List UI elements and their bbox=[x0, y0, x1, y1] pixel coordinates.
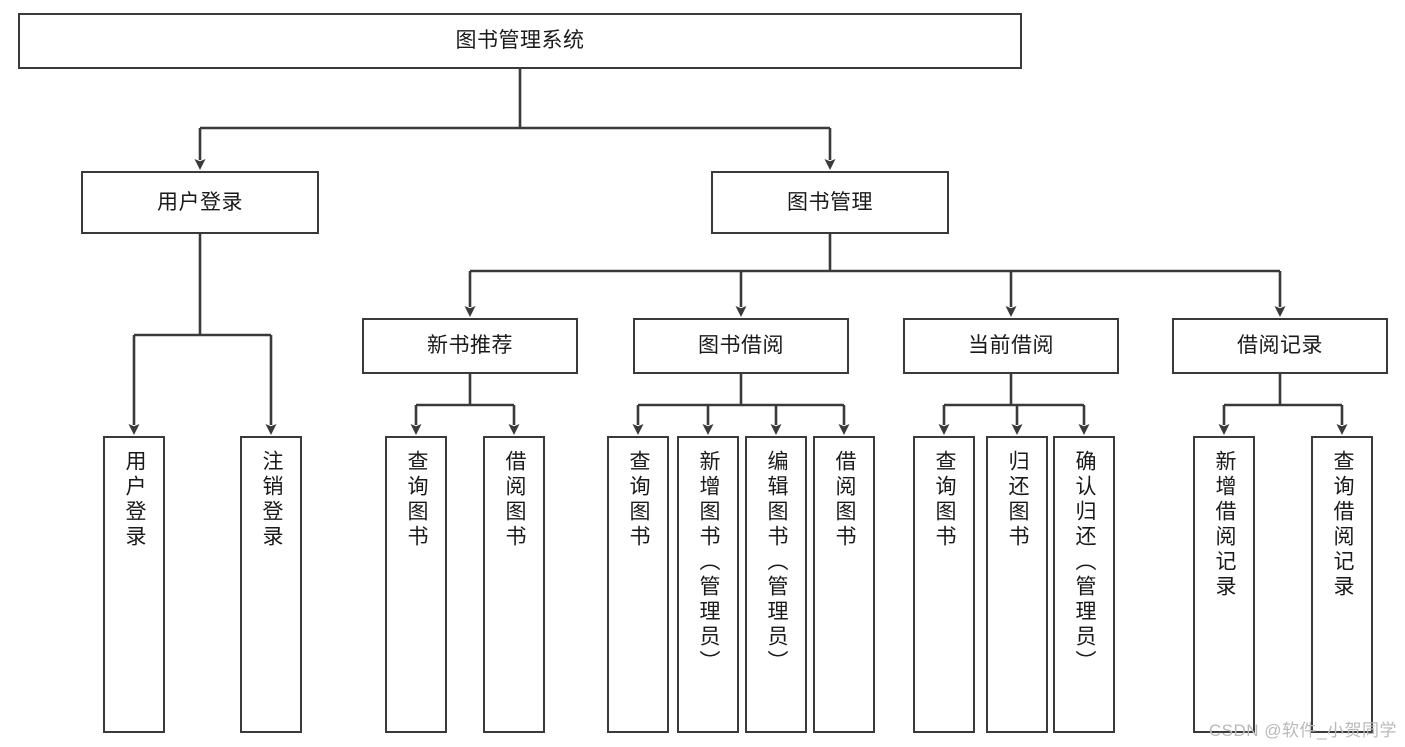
node-label-current-borrow: 当前借阅 bbox=[968, 334, 1054, 358]
node-label-leaf-add-borrow-record: 新增借阅记录 bbox=[1213, 450, 1237, 600]
node-label-borrow-record: 借阅记录 bbox=[1237, 334, 1323, 358]
node-label-leaf-query-book-borrow: 查询图书 bbox=[627, 450, 651, 550]
node-label-user-login: 用户登录 bbox=[157, 190, 243, 214]
node-label-book-borrow: 图书借阅 bbox=[698, 334, 784, 358]
node-current-borrow[interactable]: 当前借阅 bbox=[903, 318, 1119, 374]
node-book-borrow[interactable]: 图书借阅 bbox=[633, 318, 849, 374]
node-borrow-record[interactable]: 借阅记录 bbox=[1172, 318, 1388, 374]
node-leaf-return-book[interactable]: 归还图书 bbox=[986, 436, 1048, 733]
node-label-leaf-add-book-admin: 新增图书（管理员） bbox=[697, 450, 721, 675]
node-leaf-query-book-recommend[interactable]: 查询图书 bbox=[385, 436, 447, 733]
node-user-login[interactable]: 用户登录 bbox=[81, 171, 319, 234]
node-leaf-confirm-return-admin[interactable]: 确认归还（管理员） bbox=[1053, 436, 1115, 733]
node-leaf-add-borrow-record[interactable]: 新增借阅记录 bbox=[1193, 436, 1255, 733]
node-label-book-management: 图书管理 bbox=[787, 190, 873, 214]
node-label-leaf-borrow-book: 借阅图书 bbox=[833, 450, 857, 550]
node-leaf-borrow-book[interactable]: 借阅图书 bbox=[813, 436, 875, 733]
node-label-leaf-user-login: 用户登录 bbox=[123, 450, 147, 550]
node-label-new-book-recommend: 新书推荐 bbox=[427, 334, 513, 358]
node-label-leaf-return-book: 归还图书 bbox=[1006, 450, 1030, 550]
node-leaf-query-book-current[interactable]: 查询图书 bbox=[913, 436, 975, 733]
node-label-leaf-borrow-book-recommend: 借阅图书 bbox=[503, 450, 527, 550]
node-leaf-query-book-borrow[interactable]: 查询图书 bbox=[607, 436, 669, 733]
node-label-leaf-edit-book-admin: 编辑图书（管理员） bbox=[765, 450, 789, 675]
node-label-leaf-confirm-return-admin: 确认归还（管理员） bbox=[1073, 450, 1097, 675]
node-root[interactable]: 图书管理系统 bbox=[18, 13, 1022, 69]
node-label-leaf-query-book-current: 查询图书 bbox=[933, 450, 957, 550]
node-label-leaf-query-borrow-record: 查询借阅记录 bbox=[1331, 450, 1355, 600]
node-leaf-query-borrow-record[interactable]: 查询借阅记录 bbox=[1311, 436, 1373, 733]
node-label-leaf-query-book-recommend: 查询图书 bbox=[405, 450, 429, 550]
csdn-watermark: CSDN @软件_小贺同学 bbox=[1208, 721, 1397, 740]
node-book-management[interactable]: 图书管理 bbox=[711, 171, 949, 234]
node-label-root: 图书管理系统 bbox=[455, 29, 585, 53]
node-leaf-user-login[interactable]: 用户登录 bbox=[103, 436, 165, 733]
node-leaf-borrow-book-recommend[interactable]: 借阅图书 bbox=[483, 436, 545, 733]
node-label-leaf-logout-login: 注销登录 bbox=[260, 450, 284, 550]
node-leaf-logout-login[interactable]: 注销登录 bbox=[240, 436, 302, 733]
node-leaf-add-book-admin[interactable]: 新增图书（管理员） bbox=[677, 436, 739, 733]
node-leaf-edit-book-admin[interactable]: 编辑图书（管理员） bbox=[745, 436, 807, 733]
node-new-book-recommend[interactable]: 新书推荐 bbox=[362, 318, 578, 374]
